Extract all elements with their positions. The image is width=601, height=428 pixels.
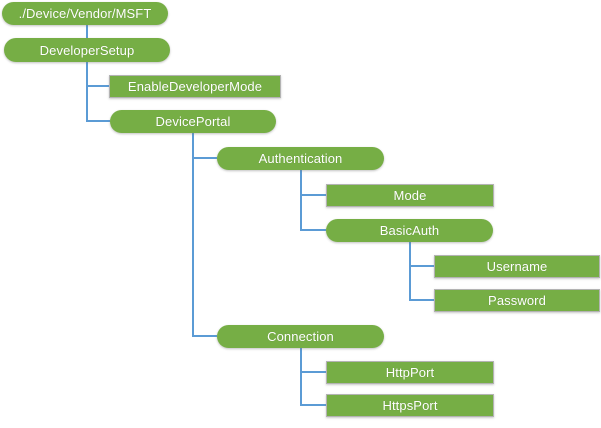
edge-authentication-to-mode [300, 170, 326, 196]
node-label-mode: Mode [393, 188, 427, 203]
node-username[interactable]: Username [434, 255, 600, 278]
node-developersetup[interactable]: DeveloperSetup [4, 38, 170, 62]
node-label-deviceportal: DevicePortal [155, 114, 231, 129]
node-label-httpport: HttpPort [385, 365, 435, 380]
edge-connection-to-httpsport [300, 372, 326, 406]
node-label-httpsport: HttpsPort [382, 398, 438, 413]
node-label-connection: Connection [267, 329, 334, 344]
edge-deviceportal-to-connection [192, 158, 217, 337]
node-mode[interactable]: Mode [326, 184, 494, 207]
node-basicauth[interactable]: BasicAuth [326, 219, 493, 242]
node-httpport[interactable]: HttpPort [326, 361, 494, 384]
node-password[interactable]: Password [434, 289, 600, 312]
node-label-password: Password [488, 293, 546, 308]
edge-deviceportal-to-authentication [192, 133, 217, 159]
node-deviceportal[interactable]: DevicePortal [110, 110, 276, 133]
node-label-authentication: Authentication [258, 151, 343, 166]
edge-developersetup-to-enabledevelopermode [86, 62, 109, 87]
node-authentication[interactable]: Authentication [217, 147, 384, 170]
edge-basicauth-to-password [409, 266, 434, 301]
edge-connection-to-httpport [300, 348, 326, 373]
node-root[interactable]: ./Device/Vendor/MSFT [2, 2, 168, 25]
edge-basicauth-to-username [409, 242, 434, 267]
node-httpsport[interactable]: HttpsPort [326, 394, 494, 417]
node-connection[interactable]: Connection [217, 325, 384, 348]
node-label-root: ./Device/Vendor/MSFT [18, 6, 152, 21]
node-enabledevelopermode[interactable]: EnableDeveloperMode [109, 75, 281, 98]
node-label-username: Username [486, 259, 548, 274]
node-label-developersetup: DeveloperSetup [39, 42, 135, 58]
node-label-basicauth: BasicAuth [379, 223, 440, 238]
edge-authentication-to-basicauth [300, 195, 326, 231]
node-label-enabledevelopermode: EnableDeveloperMode [127, 79, 263, 94]
edge-developersetup-to-deviceportal [86, 86, 110, 122]
